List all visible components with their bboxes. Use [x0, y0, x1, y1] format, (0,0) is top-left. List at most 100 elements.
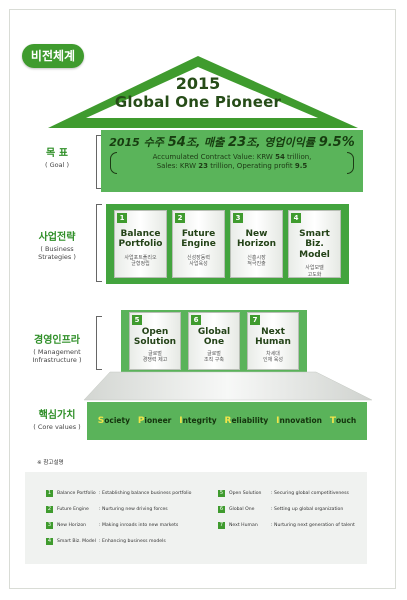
base-platform	[83, 371, 373, 401]
roof-inner	[86, 67, 318, 118]
label-strategy: 사업전략 ( Business Strategies )	[12, 232, 102, 261]
infra-title-5b: Solution	[133, 337, 177, 348]
strategy-num-1: 1	[117, 213, 127, 223]
strategy-num-4: 4	[291, 213, 301, 223]
strategy-desc-1b: 균형정립	[131, 261, 150, 268]
goal-main: 2015 수주 54조, 매출 23조, 영업이익률 9.5%	[101, 134, 363, 150]
infra-desc-7a: 차세대	[266, 350, 280, 357]
core-value-4: Reliability	[224, 416, 269, 426]
strategy-title-2a: Future	[181, 229, 216, 239]
goal-sub-value-2: 23	[198, 162, 209, 171]
core-value-6: Touch	[329, 416, 357, 426]
roof-graphic	[48, 56, 358, 128]
vision-title: 2015 Global One Pioneer	[92, 74, 304, 111]
strategy-num-3: 3	[233, 213, 243, 223]
goal-sub-value-1: 54	[275, 153, 285, 161]
core-values-bar: Society Pioneer Integrity Reliability In…	[87, 402, 367, 440]
vision-year: 2015	[175, 74, 221, 93]
bracket-strategy	[96, 204, 102, 282]
vision-name: Global One Pioneer	[114, 92, 282, 111]
goal-year: 2015	[109, 136, 140, 149]
infra-desc-6a: 글로벌	[207, 350, 221, 357]
infra-num-7: 7	[250, 315, 260, 325]
legend-box	[25, 472, 367, 564]
goal-sub-text-3: Sales: KRW	[156, 162, 199, 171]
goal-value-1: 54	[167, 135, 186, 150]
base-trapezoid	[83, 371, 373, 401]
strategy-title-2b: Engine	[181, 239, 216, 250]
strategy-num-2: 2	[175, 213, 185, 223]
label-infra-en-2: Infrastructure )	[32, 355, 82, 364]
strategy-title-3b: Horizon	[236, 239, 277, 250]
infra-title-7b: Human	[255, 337, 291, 348]
goal-sub-text-4: trillion, Operating profit	[208, 162, 295, 171]
strategy-desc-2a: 신성장동력	[186, 254, 210, 261]
strategy-title-4b: Model	[299, 249, 330, 260]
strategy-desc-1a: 사업포트폴리오	[124, 254, 157, 261]
label-infra-ko: 경영인프라	[34, 335, 80, 346]
goal-sub-value-3: 9.5	[294, 162, 308, 171]
strategy-title-1a: Balance	[120, 229, 161, 239]
core-value-3: Integrity	[179, 416, 217, 426]
core-value-2: Pioneer	[137, 416, 172, 426]
core-value-1: Society	[97, 416, 130, 426]
infra-num-5: 5	[132, 315, 142, 325]
label-strategy-en-2: Strategies )	[38, 252, 76, 261]
label-infra-en-1: ( Management	[33, 347, 81, 356]
goal-text-3: 조, 영업이익률	[246, 136, 319, 149]
infra-desc-6b: 조직 구축	[204, 357, 224, 364]
goal-sub: Accumulated Contract Value: KRW 54 trill…	[110, 151, 354, 175]
label-goal-ko: 목 표	[46, 148, 68, 159]
goal-text-1: 수주	[139, 136, 168, 149]
label-goal-en: ( Goal )	[44, 160, 69, 169]
goal-sub-text-1: Accumulated Contract Value: KRW	[152, 153, 276, 161]
bracket-infra	[96, 316, 102, 370]
goal-sub-text-2: trillion,	[284, 153, 312, 161]
infra-title-5a: Open	[141, 327, 169, 337]
core-value-5: Innovation	[276, 416, 322, 426]
infra-title-7a: Next	[261, 327, 285, 337]
label-core: 핵심가치 ( Core values )	[12, 410, 102, 431]
label-goal: 목 표 ( Goal )	[12, 148, 102, 169]
strategy-desc-3a: 신흥시장	[247, 254, 266, 261]
strategy-title-1b: Portfolio	[118, 239, 163, 250]
strategy-title-4a: Smart Biz.	[299, 229, 330, 250]
strategy-desc-4a: 사업모델	[305, 265, 324, 272]
label-core-en: ( Core values )	[33, 422, 81, 431]
goal-text-2: 조, 매출	[185, 136, 229, 149]
legend-title: ※ 참고설명	[37, 460, 64, 466]
strategy-desc-4b: 고도화	[307, 271, 322, 278]
goal-value-2: 23	[228, 135, 247, 150]
infra-desc-5b: 경쟁력 제고	[142, 357, 168, 364]
infra-title-6b: One	[203, 337, 225, 348]
bracket-goal	[96, 135, 102, 189]
strategy-desc-3b: 적극진출	[247, 261, 266, 268]
strategy-title-3a: New	[245, 229, 268, 239]
label-core-ko: 핵심가치	[38, 410, 76, 421]
infra-num-6: 6	[191, 315, 201, 325]
label-infra: 경영인프라 ( Management Infrastructure )	[12, 335, 102, 364]
infra-title-6a: Global	[197, 327, 231, 337]
label-strategy-en-1: ( Business	[40, 244, 74, 253]
goal-value-3: 9.5%	[318, 135, 355, 150]
vision-badge: 비전체계	[22, 44, 84, 68]
infra-desc-5a: 글로벌	[148, 350, 162, 357]
goal-box: 2015 수주 54조, 매출 23조, 영업이익률 9.5% Accumula…	[101, 130, 363, 192]
label-strategy-ko: 사업전략	[38, 232, 76, 243]
strategy-desc-2b: 사업육성	[189, 261, 208, 268]
infra-desc-7b: 인재 육성	[263, 357, 283, 364]
